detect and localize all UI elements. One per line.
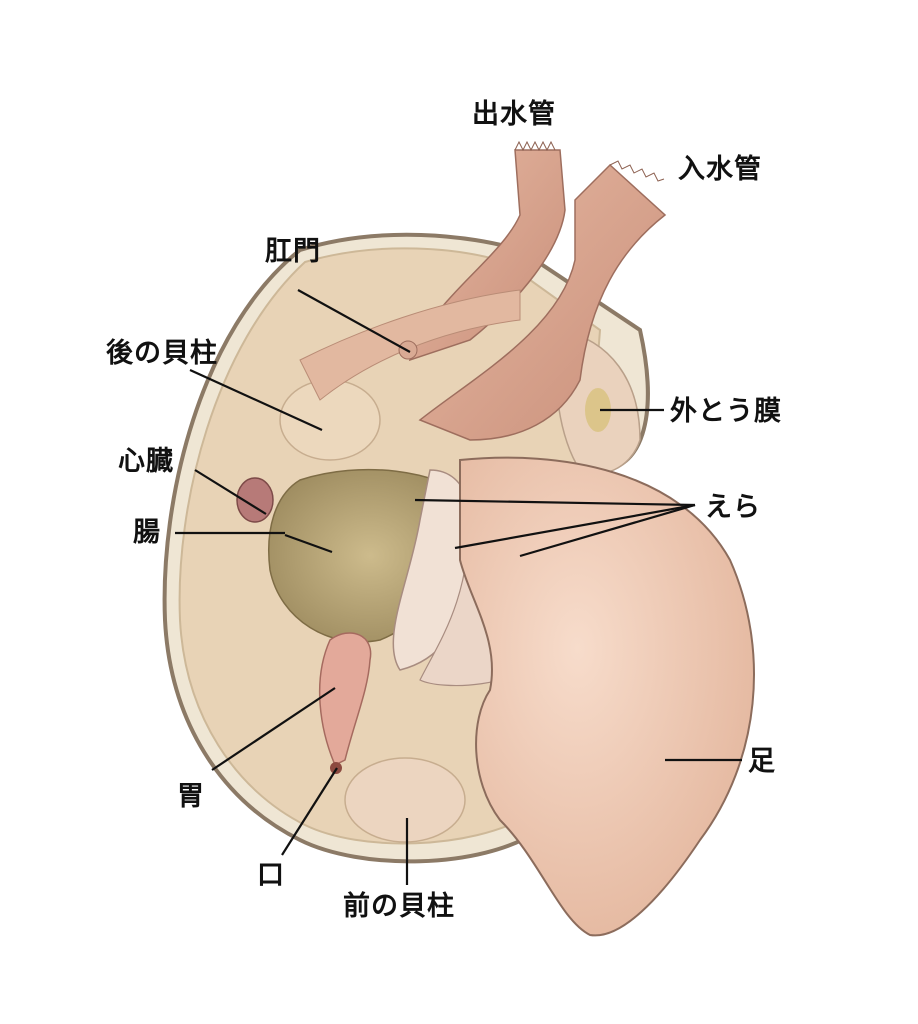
label-heart: 心臓 xyxy=(118,446,174,477)
label-intestine: 腸 xyxy=(133,517,161,548)
label-mantle: 外とう膜 xyxy=(670,396,782,427)
label-excurrent-siphon: 出水管 xyxy=(472,99,556,130)
label-anus: 肛門 xyxy=(265,236,321,267)
siphon-fringe xyxy=(514,140,556,152)
foot xyxy=(459,456,755,937)
label-foot: 足 xyxy=(748,746,776,777)
siphon-fringe xyxy=(609,160,665,182)
label-stomach: 胃 xyxy=(177,781,205,812)
label-gills: えら xyxy=(705,492,761,523)
label-incurrent-siphon: 入水管 xyxy=(678,154,762,185)
anterior-adductor-muscle xyxy=(344,757,466,843)
label-mouth: 口 xyxy=(257,860,285,891)
label-anterior-adductor: 前の貝柱 xyxy=(343,891,455,922)
leader-lines xyxy=(175,289,742,885)
incurrent-siphon xyxy=(418,163,667,441)
mantle-gland xyxy=(585,388,611,432)
heart xyxy=(236,477,274,523)
label-posterior-adductor: 後の貝柱 xyxy=(106,338,218,369)
